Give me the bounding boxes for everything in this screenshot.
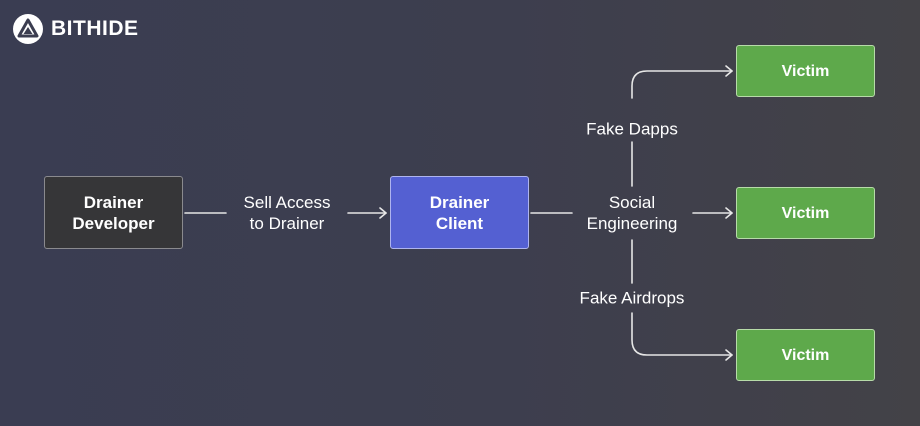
edge-down-curve — [631, 312, 733, 356]
victim-3-label: Victim — [781, 346, 830, 364]
edge-label-sell-access: Sell Access to Drainer — [244, 192, 331, 234]
arrowhead-client — [379, 207, 387, 219]
node-victim-1: Victim — [736, 45, 875, 97]
fake-dapps-text: Fake Dapps — [586, 119, 678, 139]
edge-label-social-engineering: Social Engineering — [587, 192, 678, 234]
arrowhead-victim3 — [725, 349, 733, 361]
social-line-2: Engineering — [586, 214, 678, 233]
developer-line-1: Drainer — [83, 192, 144, 212]
bithide-logo: BITHIDE — [12, 13, 139, 45]
developer-line-2: Developer — [72, 213, 155, 233]
social-line-1: Social — [608, 193, 656, 212]
triangle-in-circle-icon — [13, 14, 43, 44]
victim-1-label: Victim — [781, 62, 830, 80]
edge-up-curve — [631, 70, 733, 99]
client-line-2: Client — [435, 213, 484, 233]
edge-label-fake-dapps: Fake Dapps — [586, 119, 678, 140]
victim-2-label: Victim — [781, 204, 830, 222]
node-drainer-developer: Drainer Developer — [44, 176, 183, 249]
arrowhead-victim1 — [725, 65, 733, 77]
client-line-1: Drainer — [429, 192, 490, 212]
sell-access-line-2: to Drainer — [249, 214, 325, 233]
brand-name: BITHIDE — [51, 17, 139, 40]
arrowhead-victim2 — [725, 207, 733, 219]
sell-access-line-1: Sell Access — [243, 193, 331, 212]
fake-airdrops-text: Fake Airdrops — [579, 288, 685, 308]
edge-label-fake-airdrops: Fake Airdrops — [580, 288, 685, 309]
node-drainer-client: Drainer Client — [390, 176, 529, 249]
node-victim-2: Victim — [736, 187, 875, 239]
node-victim-3: Victim — [736, 329, 875, 381]
